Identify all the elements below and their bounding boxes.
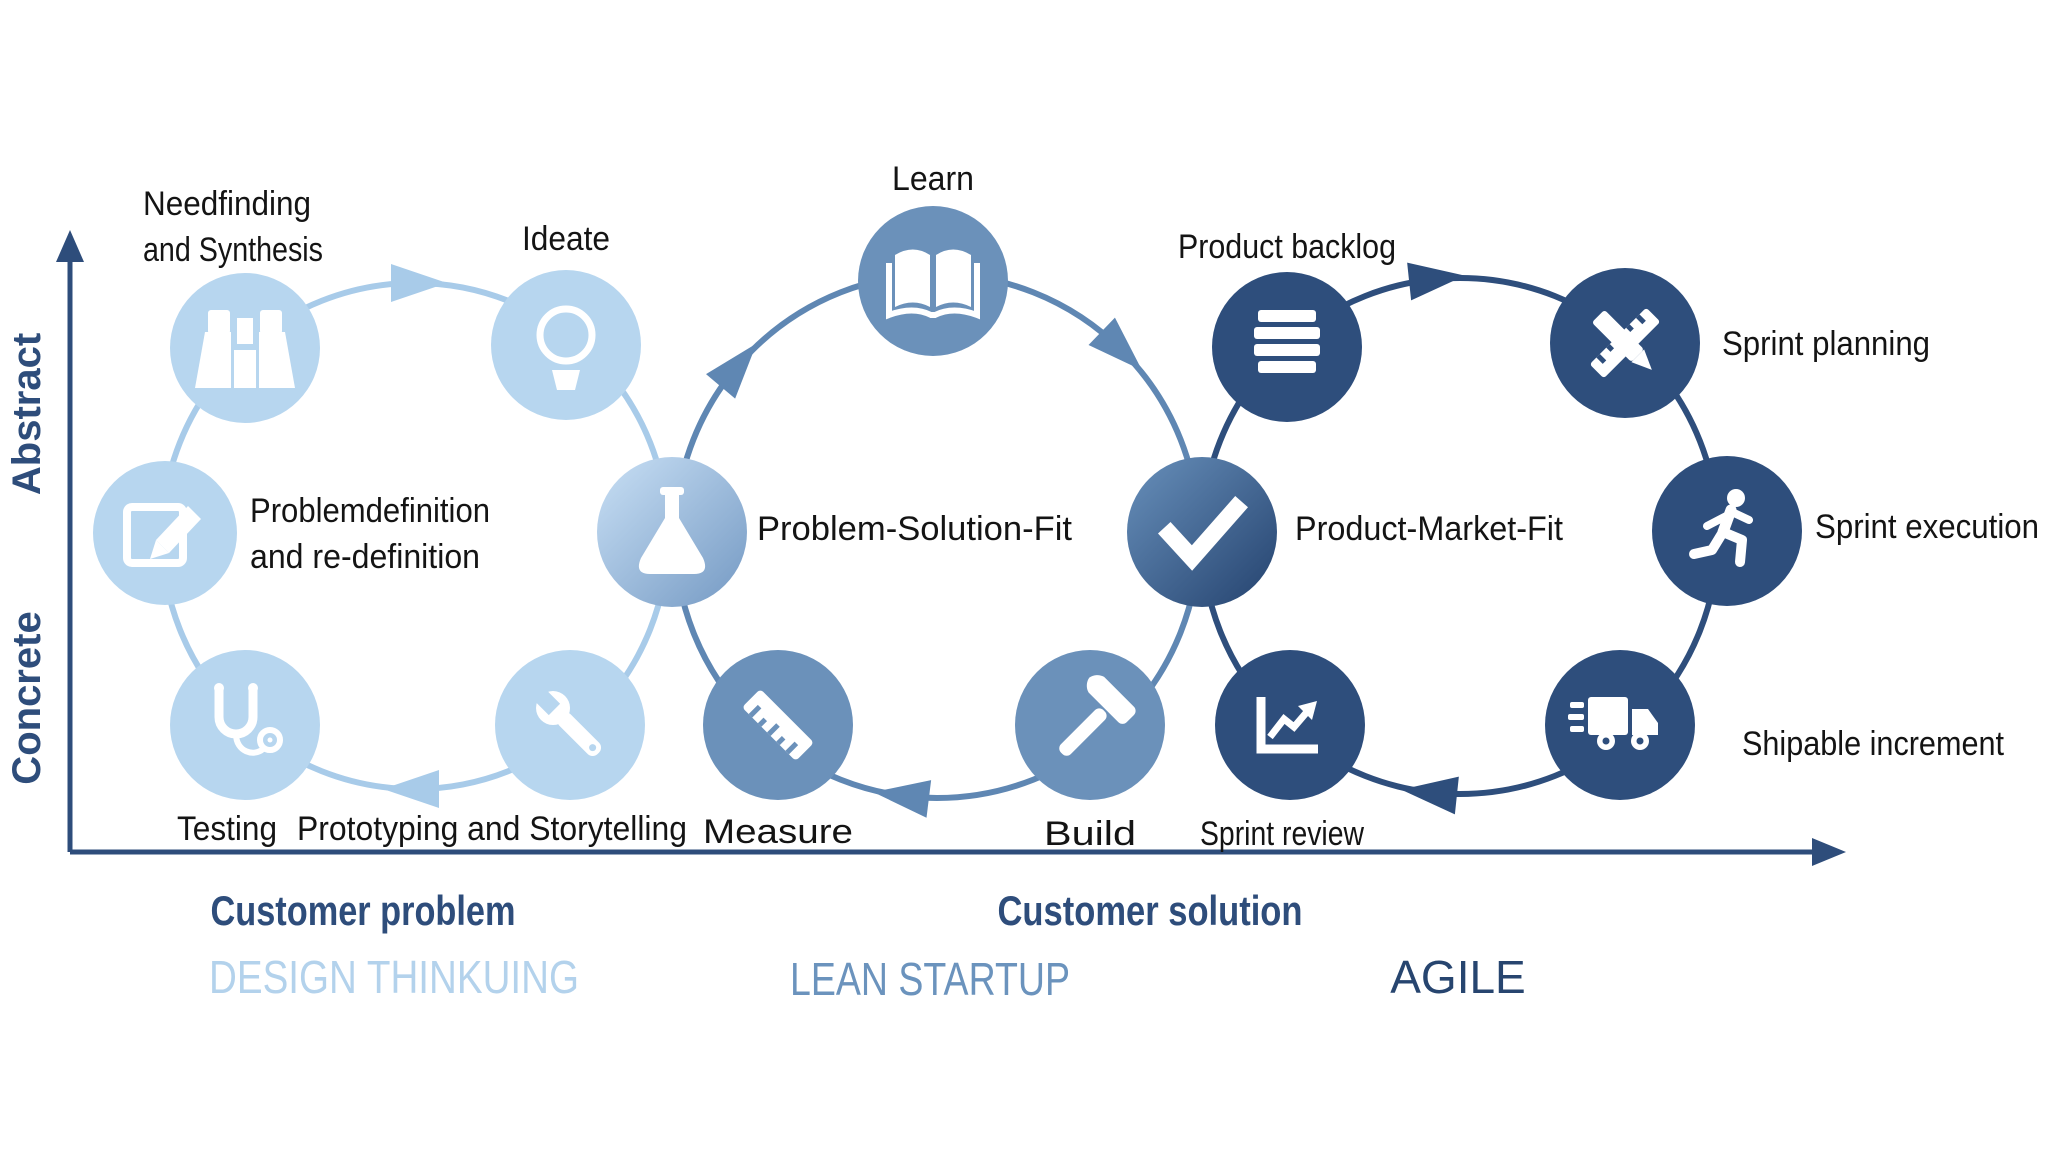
label-problem-definition-line2: and re-definition [250,538,480,576]
line-chart-icon [1256,697,1318,754]
delivery-truck-icon [1568,697,1658,750]
edit-note-icon [123,503,201,567]
label-learn: Learn [892,160,974,198]
label-sprint-review: Sprint review [1200,815,1364,853]
node-sprint-planning [1550,268,1700,418]
label-ideate: Ideate [522,220,610,258]
label-product-market-fit: Product-Market-Fit [1295,510,1564,548]
node-ideate [491,270,641,420]
title-lean-startup: LEAN STARTUP [790,953,1070,1005]
y-axis-label-abstract: Abstract [5,333,49,495]
node-sprint-execution [1652,456,1802,606]
label-build: Build [1044,815,1136,853]
runner-icon [1689,489,1753,567]
flask-icon [638,487,706,574]
node-product-market-fit [1127,457,1277,607]
ring-arrow-icon [383,264,447,808]
stacked-list-icon [1254,310,1320,373]
x-axis-label-customer-problem: Customer problem [211,887,516,934]
x-axis-label-customer-solution: Customer solution [998,887,1303,934]
y-axis-arrow-icon [56,230,84,262]
label-product-backlog: Product backlog [1178,228,1396,266]
node-problem-definition [93,461,237,605]
node-problem-solution-fit [597,457,747,607]
axes [56,230,1846,866]
label-shipable-increment: Shipable increment [1742,725,2004,763]
x-axis-arrow-icon [1812,838,1846,866]
label-measure: Measure [703,813,853,851]
ruler-icon [743,690,813,760]
label-sprint-planning: Sprint planning [1722,325,1930,363]
label-problem-definition-line1: Problemdefinition [250,492,490,530]
node-prototyping [495,650,645,800]
y-axis-label-concrete: Concrete [5,611,49,784]
node-measure [703,650,853,800]
label-testing: Testing [177,810,277,848]
pencil-ruler-icon [1590,308,1660,378]
label-needfinding-line2: and Synthesis [143,231,323,269]
stethoscope-icon [214,683,283,756]
node-shipable-increment [1545,650,1695,800]
lightbulb-icon [536,305,596,390]
label-problem-solution-fit: Problem-Solution-Fit [757,510,1073,548]
wrench-icon [530,685,602,757]
label-prototyping: Prototyping and Storytelling [297,810,687,848]
node-labels: Needfinding and Synthesis Ideate Problem… [143,160,2039,853]
checkmark-icon [1157,496,1248,571]
node-learn [858,206,1008,356]
node-build [1015,650,1165,800]
title-agile: AGILE [1390,951,1526,1003]
ring-arrow-icon [706,317,1143,818]
node-product-backlog [1212,272,1362,422]
binoculars-icon [195,310,295,388]
hammer-icon [1059,675,1136,756]
title-design-thinking: DESIGN THINKUING [209,951,579,1003]
node-needfinding [170,273,320,423]
ring-arrow-icon [1401,262,1465,815]
label-sprint-execution: Sprint execution [1815,508,2039,546]
node-testing [170,650,320,800]
node-sprint-review [1215,650,1365,800]
open-book-icon [886,249,980,320]
label-needfinding-line1: Needfinding [143,185,311,223]
